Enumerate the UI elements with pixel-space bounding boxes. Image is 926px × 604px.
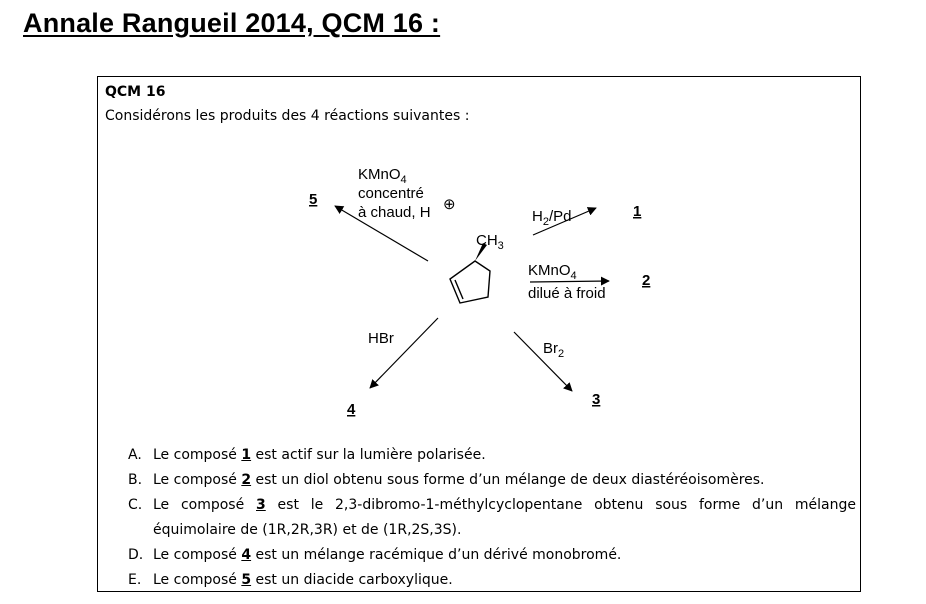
product-1: 1 (633, 203, 641, 220)
arrow-to-5 (334, 205, 429, 262)
product-2: 2 (642, 272, 650, 289)
methyl-label: CH3 (476, 232, 504, 252)
answer-option-b[interactable]: B.Le composé 2 est un diol obtenu sous f… (128, 472, 765, 488)
question-box: QCM 16 Considérons les produits des 4 ré… (97, 76, 861, 592)
answer-option-a[interactable]: A.Le composé 1 est actif sur la lumière … (128, 447, 486, 463)
arrow-to-4 (369, 317, 439, 389)
arrow-to-2 (529, 276, 610, 286)
double-bond (454, 279, 464, 300)
reagent-5-line1: KMnO4 (358, 166, 407, 186)
answer-option-d[interactable]: D.Le composé 4 est un mélange racémique … (128, 547, 622, 563)
question-intro: Considérons les produits des 4 réactions… (105, 108, 470, 124)
page-title: Annale Rangueil 2014, QCM 16 : (23, 8, 441, 38)
arrow-to-3 (513, 331, 573, 392)
question-heading: QCM 16 (105, 84, 166, 100)
cyclopentene-ring (449, 260, 491, 304)
methylcyclopentene-molecule: CH3 (449, 232, 504, 304)
product-3: 3 (592, 391, 600, 408)
reagent-5-line3: à chaud, H (358, 204, 431, 221)
answer-list: A.Le composé 1 est actif sur la lumière … (128, 443, 856, 593)
reagent-1: H2/Pd (532, 208, 571, 228)
product-5: 5 (309, 191, 317, 208)
arrow-to-1 (532, 207, 597, 236)
proton-charge-symbol: ⊕ (443, 196, 456, 213)
answer-option-c[interactable]: C.Le composé 3 est le 2,3-dibromo-1-méth… (128, 497, 857, 538)
reagent-5-line2: concentré (358, 185, 424, 202)
wedge-bond (475, 243, 487, 261)
reagent-4: HBr (368, 330, 394, 347)
reagent-2-line2: dilué à froid (528, 285, 606, 302)
reagent-3: Br2 (543, 340, 564, 360)
answer-option-e[interactable]: E.Le composé 5 est un diacide carboxyliq… (128, 572, 453, 588)
reagent-2-line1: KMnO4 (528, 262, 577, 282)
product-4: 4 (347, 401, 356, 418)
reaction-scheme: CH3 KMnO4 concentré à chaud, H ⊕ 5 H2/Pd… (309, 166, 650, 418)
